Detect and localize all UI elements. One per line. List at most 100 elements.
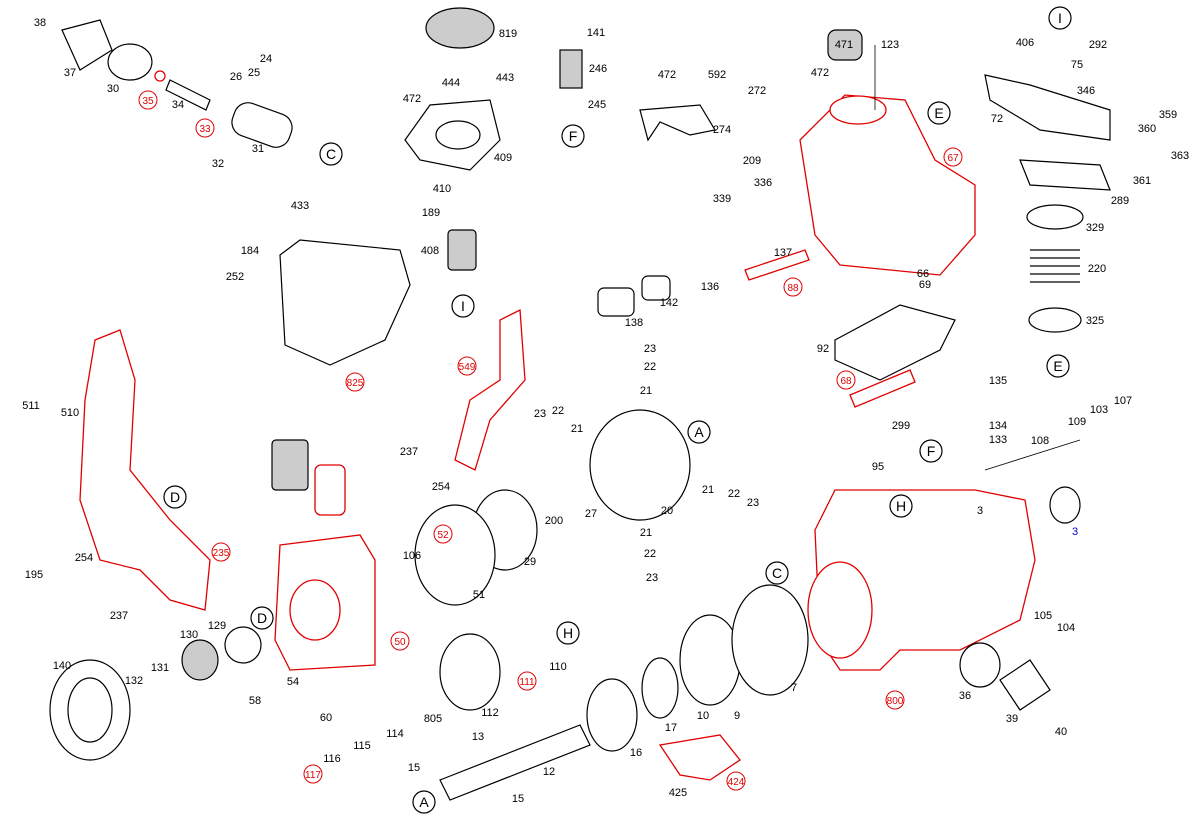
part-number-label: 329	[1086, 222, 1104, 234]
part-number-label: 23	[747, 497, 759, 509]
part-number-label: 137	[774, 247, 792, 259]
label-ring	[211, 542, 231, 562]
plate-9	[679, 614, 741, 706]
part-number-label: 292	[1089, 39, 1107, 51]
part-number-label: 33	[199, 124, 211, 135]
reference-letter: D	[257, 610, 267, 626]
pulley-7	[731, 584, 809, 696]
plate-235	[79, 329, 211, 611]
part-number-label: 472	[403, 93, 421, 105]
part-number-label: 22	[644, 548, 656, 560]
part-number-label: 51	[473, 589, 485, 601]
part-number-label: 235	[213, 548, 230, 559]
part-number-label: 115	[353, 740, 371, 752]
valve-130	[181, 639, 219, 681]
label-ring	[195, 118, 215, 138]
part-number-label: 10	[697, 710, 709, 722]
part-number-label: 409	[494, 152, 512, 164]
governor-cover-67	[799, 94, 976, 276]
part-number-label: 254	[75, 552, 93, 564]
part-number-label: 433	[291, 200, 309, 212]
part-number-label: 237	[400, 446, 418, 458]
part-number-label: 15	[408, 762, 420, 774]
part-number-label: 220	[1088, 263, 1106, 275]
part-number-label: 363	[1171, 150, 1189, 162]
part-number-label: 12	[543, 766, 555, 778]
part-number-label: 361	[1133, 175, 1151, 187]
part-number-label: 72	[991, 113, 1003, 125]
part-number-label: 325	[1086, 315, 1104, 327]
label-ring	[889, 494, 913, 518]
part-number-label: 22	[644, 361, 656, 373]
sleeve-142	[641, 275, 671, 301]
part-number-label: 58	[249, 695, 261, 707]
o-ring-36	[959, 642, 1001, 688]
part-number-label: 52	[437, 530, 449, 541]
reference-letter: F	[569, 128, 578, 144]
spring-34	[165, 79, 211, 111]
sleeve-31	[231, 102, 293, 148]
fitting-246	[559, 49, 583, 89]
part-number-label: 136	[701, 281, 719, 293]
part-number-label: 107	[1114, 395, 1132, 407]
part-number-label: 32	[212, 158, 224, 170]
part-number-label: 359	[1159, 109, 1177, 121]
part-number-label: 21	[640, 527, 652, 539]
part-number-label: 510	[61, 407, 79, 419]
part-number-label: 246	[589, 63, 607, 75]
label-ring	[836, 370, 856, 390]
ring-20	[589, 409, 691, 521]
spring-220	[1030, 249, 1080, 283]
part-number-label: 38	[34, 17, 46, 29]
label-ring	[138, 90, 158, 110]
part-number-label: 112	[481, 707, 499, 719]
label-ring	[163, 485, 187, 509]
part-number-label: 237	[110, 610, 128, 622]
part-number-label: 129	[208, 620, 226, 632]
part-number-label: 105	[1034, 610, 1052, 622]
part-number-label: 252	[226, 271, 244, 283]
part-number-label: 106	[403, 550, 421, 562]
part-68	[849, 369, 916, 408]
part-number-label: 142	[660, 297, 678, 309]
part-number-label: 443	[496, 72, 514, 84]
reference-letter: H	[896, 498, 906, 514]
part-number-label: 272	[748, 85, 766, 97]
part-number-label: 444	[442, 77, 460, 89]
part-number-label: 549	[459, 362, 476, 373]
sleeve-138	[597, 287, 635, 317]
part-number-label: 22	[728, 488, 740, 500]
part-number-label: 40	[1055, 726, 1067, 738]
part-number-label: 23	[534, 408, 546, 420]
label-ring	[726, 771, 746, 791]
part-number-label: 114	[386, 728, 404, 740]
part-number-label: 472	[658, 69, 676, 81]
cup-325	[1028, 307, 1082, 333]
part-number-label: 50	[394, 637, 406, 648]
part-number-label: 134	[989, 420, 1007, 432]
part-number-label: 408	[421, 245, 439, 257]
part-number-label: 22	[552, 405, 564, 417]
part-number-label: 805	[424, 713, 442, 725]
part-number-label: 17	[665, 722, 677, 734]
reference-letter: E	[1053, 358, 1062, 374]
part-number-label: 23	[644, 343, 656, 355]
flange-37	[61, 19, 113, 71]
label-ring	[517, 671, 537, 691]
label-ring	[765, 561, 789, 585]
part-number-label: 103	[1090, 404, 1108, 416]
cap-471	[827, 29, 863, 61]
label-ring	[390, 631, 410, 651]
shaft-108	[984, 439, 1081, 471]
label-ring	[319, 142, 343, 166]
part-number-label: 116	[323, 753, 341, 765]
part-number-label: 66	[917, 268, 929, 280]
part-number-label: 346	[1077, 85, 1095, 97]
part-number-label: 68	[840, 376, 852, 387]
lever-289	[1019, 159, 1111, 191]
part-number-label: 424	[728, 777, 745, 788]
part-number-label: 140	[53, 660, 71, 672]
washer-35	[154, 70, 166, 82]
part-number-label: 274	[713, 124, 731, 136]
